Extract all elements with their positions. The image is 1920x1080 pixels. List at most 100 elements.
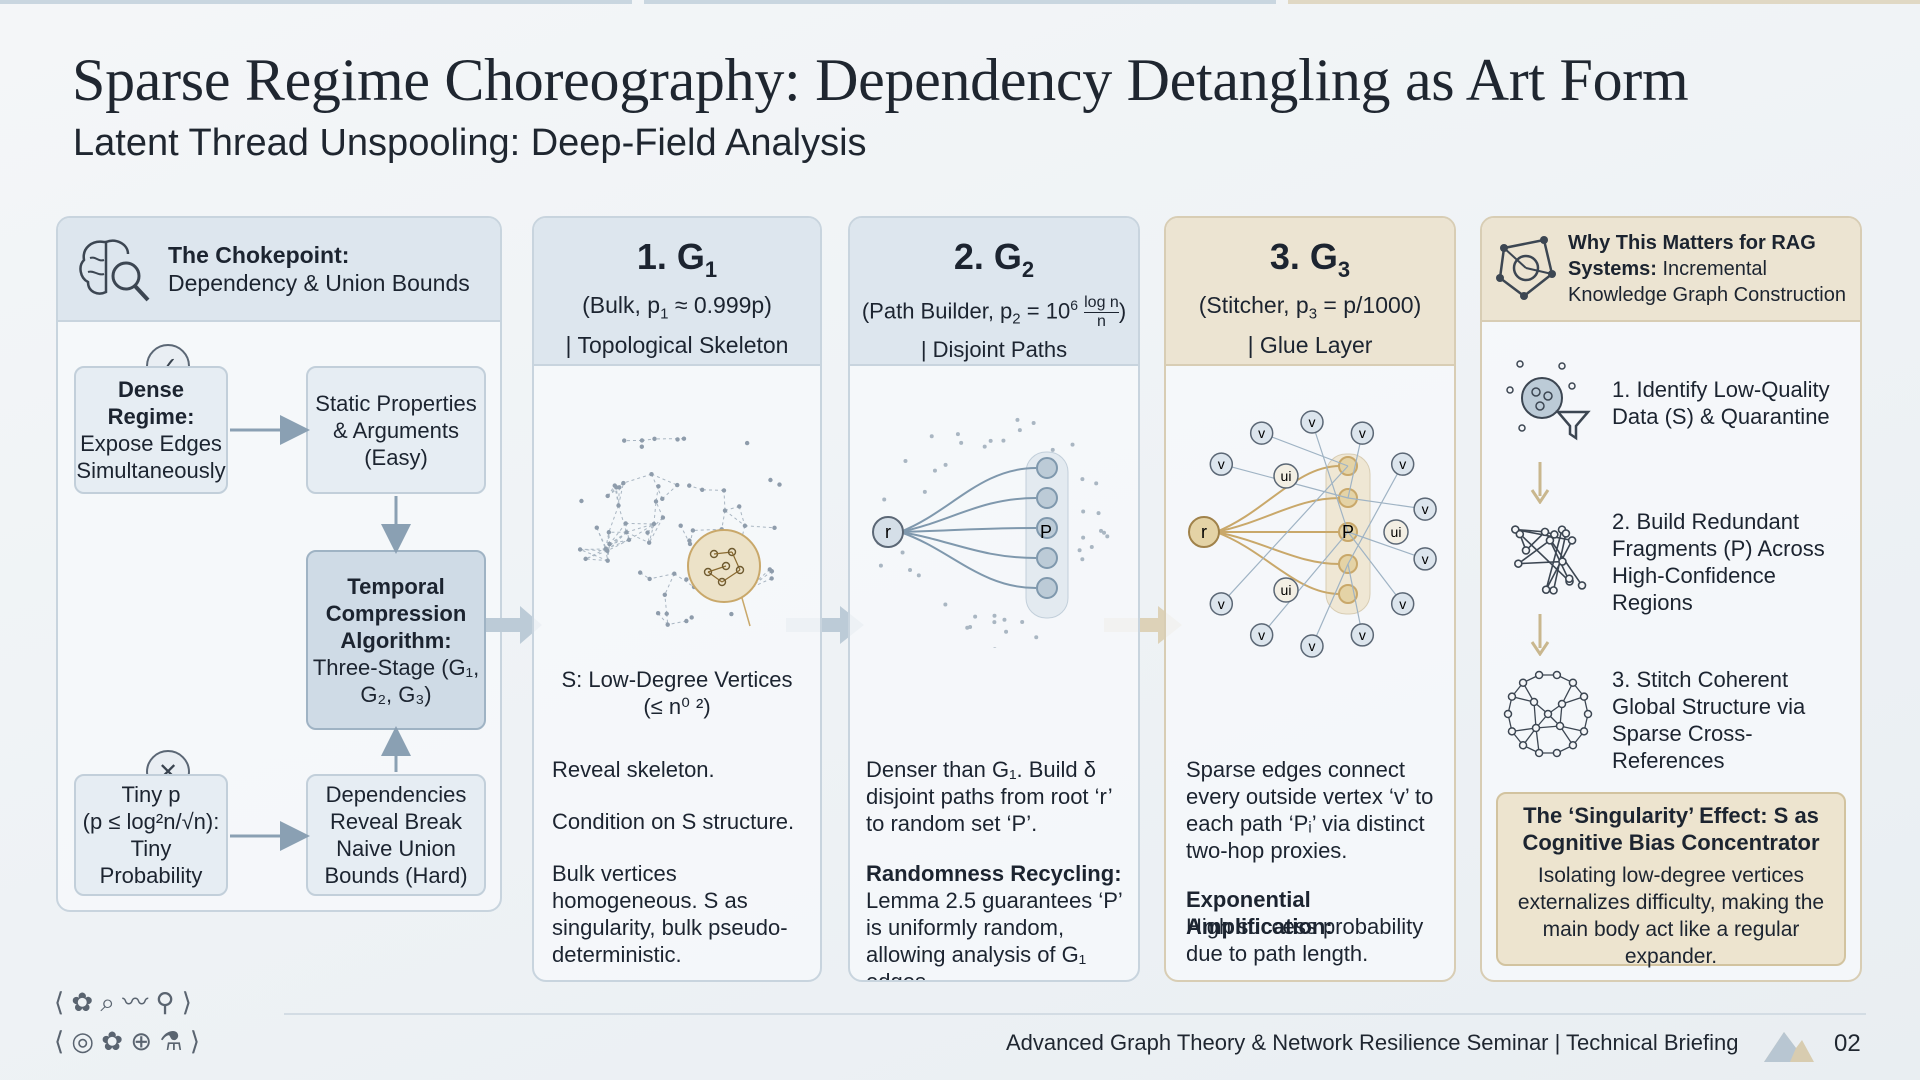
skeleton-vertex bbox=[687, 538, 691, 542]
background-vertex bbox=[1051, 448, 1055, 452]
mesh-vertex bbox=[1553, 749, 1560, 756]
background-vertex bbox=[1080, 477, 1084, 481]
skeleton-vertex bbox=[647, 577, 651, 581]
skeleton-edge bbox=[745, 526, 775, 528]
rag-header: Why This Matters for RAG Systems: Increm… bbox=[1482, 218, 1860, 322]
stage1-text-1: Reveal skeleton. bbox=[552, 756, 814, 783]
skeleton-edge bbox=[656, 501, 663, 517]
skeleton-vertex bbox=[691, 528, 695, 532]
fragment-vertex bbox=[1569, 537, 1576, 544]
page-title: Sparse Regime Choreography: Dependency D… bbox=[72, 46, 1688, 115]
background-vertex bbox=[956, 432, 960, 436]
s-label: S: Low-Degree Vertices(≤ n⁰ ²) bbox=[534, 666, 820, 720]
root-node-label: r bbox=[1201, 522, 1207, 542]
footer-icons-row-1: ⟨ ✿ ⌕ 〰 ⚲ ⟩ bbox=[54, 982, 192, 1019]
skeleton-edge bbox=[662, 485, 677, 499]
skeleton-edge bbox=[725, 506, 739, 510]
stage1-panel: 1. G1 (Bulk, p1 ≈ 0.999p) | Topological … bbox=[532, 216, 822, 982]
skeleton-vertex bbox=[645, 530, 649, 534]
background-vertex bbox=[1071, 443, 1075, 447]
skeleton-vertex bbox=[665, 612, 669, 616]
mesh-vertex bbox=[1557, 723, 1564, 730]
path-edge bbox=[1216, 532, 1340, 564]
stage1-title: 1. G1 bbox=[534, 236, 820, 283]
skeleton-edge bbox=[619, 506, 627, 533]
background-vertex bbox=[923, 490, 927, 494]
skeleton-edge bbox=[725, 511, 745, 526]
background-vertex bbox=[992, 620, 996, 624]
skeleton-vertex bbox=[723, 508, 727, 512]
arrow-down-icon bbox=[1530, 614, 1550, 656]
skeleton-vertex bbox=[769, 576, 773, 580]
v-label: v bbox=[1359, 425, 1366, 441]
skeleton-edge bbox=[722, 511, 725, 530]
skeleton-vertex bbox=[605, 494, 609, 498]
u-label: ui bbox=[1391, 524, 1402, 540]
mesh-vertex bbox=[1559, 701, 1566, 708]
background-vertex bbox=[1081, 536, 1085, 540]
page-number: 02 bbox=[1834, 1030, 1861, 1058]
fragment-vertex bbox=[1515, 560, 1522, 567]
mesh-vertex bbox=[1520, 742, 1527, 749]
skeleton-vertex bbox=[689, 615, 693, 619]
skeleton-vertex bbox=[684, 577, 688, 581]
fragment-vertex bbox=[1566, 575, 1573, 582]
rag-title: Why This Matters for RAG Systems: Increm… bbox=[1568, 230, 1858, 308]
footer-divider bbox=[284, 1013, 1866, 1015]
background-vertex bbox=[992, 614, 996, 618]
network-icon bbox=[1494, 234, 1558, 302]
skeleton-edge bbox=[739, 506, 745, 525]
mesh-vertex bbox=[1505, 711, 1512, 718]
stage1-text-2: Condition on S structure. bbox=[552, 808, 814, 835]
fragment-vertex bbox=[1579, 582, 1586, 589]
fragment-vertex bbox=[1543, 586, 1550, 593]
fragment-vertex bbox=[1550, 587, 1557, 594]
background-vertex bbox=[943, 602, 947, 606]
skeleton-edge bbox=[668, 621, 687, 625]
skeleton-vertex bbox=[675, 483, 679, 487]
stage3-text-1: Sparse edges connect every outside verte… bbox=[1186, 756, 1448, 864]
background-vertex bbox=[908, 568, 912, 572]
background-vertex bbox=[1094, 481, 1098, 485]
skeleton-edge bbox=[702, 490, 724, 491]
stage3-title: 3. G3 bbox=[1166, 236, 1454, 283]
stage1-text-3: Bulk vertices homogeneous. S as singular… bbox=[552, 860, 802, 968]
brain-icon: ✿ bbox=[71, 987, 93, 1017]
skeleton-vertex bbox=[737, 504, 741, 508]
background-vertex bbox=[882, 497, 886, 501]
chokepoint-arrows bbox=[58, 218, 502, 912]
background-vertex bbox=[879, 564, 883, 568]
skeleton-vertex bbox=[672, 571, 676, 575]
p-vertex bbox=[1037, 458, 1057, 478]
background-vertex bbox=[1090, 545, 1094, 549]
disjoint-path bbox=[900, 532, 1036, 558]
v-label: v bbox=[1399, 596, 1406, 612]
skeleton-vertex bbox=[652, 522, 656, 526]
skeleton-edge bbox=[606, 532, 609, 549]
globe-icon: ⊕ bbox=[130, 1026, 152, 1056]
p-set-label: P bbox=[1040, 522, 1052, 542]
skeleton-vertex bbox=[772, 526, 776, 530]
background-vertex bbox=[1002, 618, 1006, 622]
skeleton-vertex bbox=[638, 570, 642, 574]
mesh-vertex bbox=[1553, 672, 1560, 679]
skeleton-vertex bbox=[660, 497, 664, 501]
background-vertex bbox=[1105, 534, 1109, 538]
stage2-header: 2. G2 (Path Builder, p2 = 106 log n n ) … bbox=[850, 218, 1138, 366]
skeleton-vertex bbox=[666, 622, 670, 626]
skeleton-edge bbox=[597, 528, 606, 549]
background-vertex bbox=[1020, 620, 1024, 624]
skeleton-vertex bbox=[595, 526, 599, 530]
stage3-text-2: High success probability due to path len… bbox=[1186, 913, 1448, 967]
v-label: v bbox=[1422, 551, 1429, 567]
u-label: ui bbox=[1281, 582, 1292, 598]
skeleton-vertex bbox=[770, 569, 774, 573]
v-label: v bbox=[1359, 627, 1366, 643]
chart-icon: 〰 bbox=[122, 987, 148, 1017]
background-vertex bbox=[933, 469, 937, 473]
fragment-vertex bbox=[1559, 558, 1566, 565]
v-label: v bbox=[1309, 638, 1316, 654]
stage1-header: 1. G1 (Bulk, p1 ≈ 0.999p) | Topological … bbox=[534, 218, 820, 366]
background-vertex bbox=[1102, 531, 1106, 535]
v-label: v bbox=[1399, 456, 1406, 472]
